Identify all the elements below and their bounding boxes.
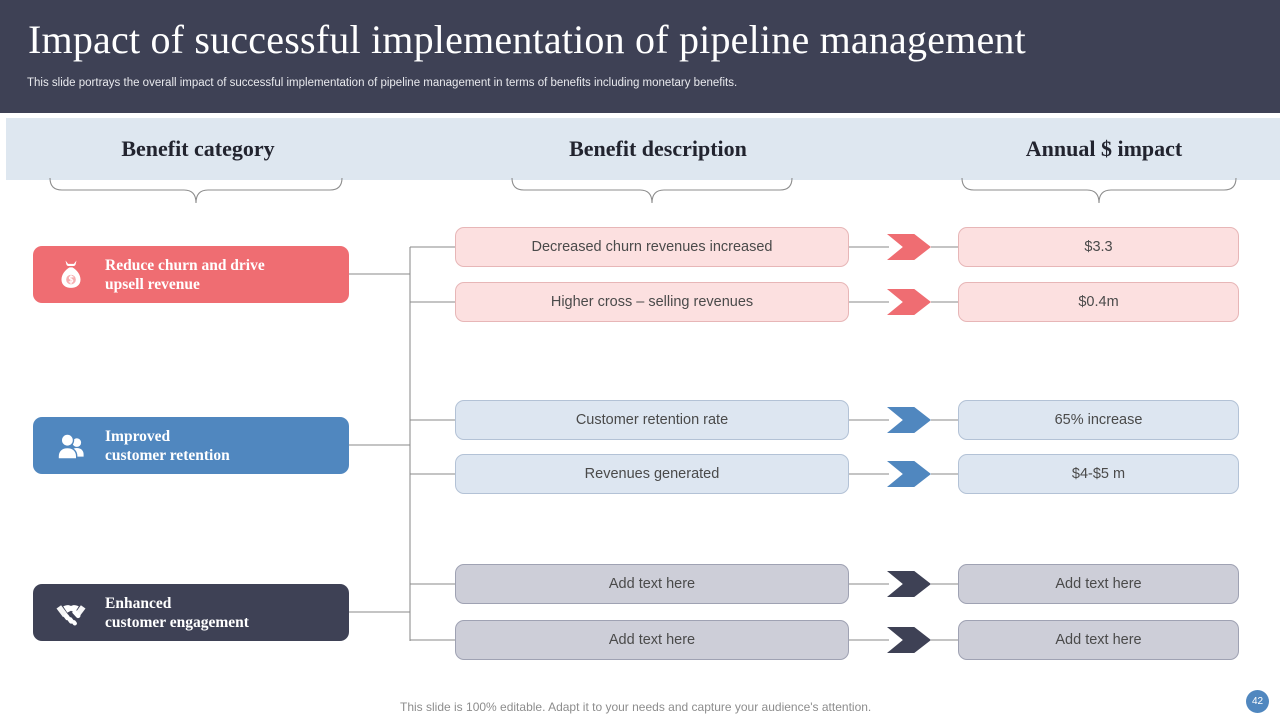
column-header-benefit-category: Benefit category <box>121 136 275 161</box>
description-pill[interactable]: Revenues generated <box>455 454 849 494</box>
category-card-improved-retention[interactable]: Improved customer retention <box>33 417 349 474</box>
slide-header: Impact of successful implementation of p… <box>0 0 1280 113</box>
description-pill[interactable]: Higher cross – selling revenues <box>455 282 849 322</box>
category-label: Improved customer retention <box>105 427 230 464</box>
category-label: Enhanced customer engagement <box>105 594 249 631</box>
description-pill[interactable]: Customer retention rate <box>455 400 849 440</box>
people-icon <box>51 426 91 466</box>
page-subtitle: This slide portrays the overall impact o… <box>27 77 738 89</box>
brace-benefit-description <box>511 177 793 204</box>
value-pill[interactable]: $3.3 <box>958 227 1239 267</box>
handshake-icon <box>51 593 91 633</box>
description-pill[interactable]: Add text here <box>455 564 849 604</box>
brace-benefit-category <box>49 177 343 204</box>
value-pill[interactable]: Add text here <box>958 620 1239 660</box>
column-header-annual-impact: Annual $ impact <box>1025 136 1183 161</box>
money-bag-icon <box>51 255 91 295</box>
value-pill[interactable]: $0.4m <box>958 282 1239 322</box>
value-pill[interactable]: 65% increase <box>958 400 1239 440</box>
description-pill[interactable]: Decreased churn revenues increased <box>455 227 849 267</box>
column-header-benefit-description: Benefit description <box>569 136 747 161</box>
category-label: Reduce churn and drive upsell revenue <box>105 256 265 293</box>
brace-annual-impact <box>961 177 1237 204</box>
category-card-reduce-churn[interactable]: Reduce churn and drive upsell revenue <box>33 246 349 303</box>
column-header-band: Benefit category Benefit description Ann… <box>6 118 1280 180</box>
value-pill[interactable]: Add text here <box>958 564 1239 604</box>
category-card-enhanced-engagement[interactable]: Enhanced customer engagement <box>33 584 349 641</box>
value-pill[interactable]: $4-$5 m <box>958 454 1239 494</box>
page-number-badge: 42 <box>1246 690 1269 713</box>
footer-note: This slide is 100% editable. Adapt it to… <box>400 700 872 714</box>
description-pill[interactable]: Add text here <box>455 620 849 660</box>
page-title: Impact of successful implementation of p… <box>28 17 1026 62</box>
